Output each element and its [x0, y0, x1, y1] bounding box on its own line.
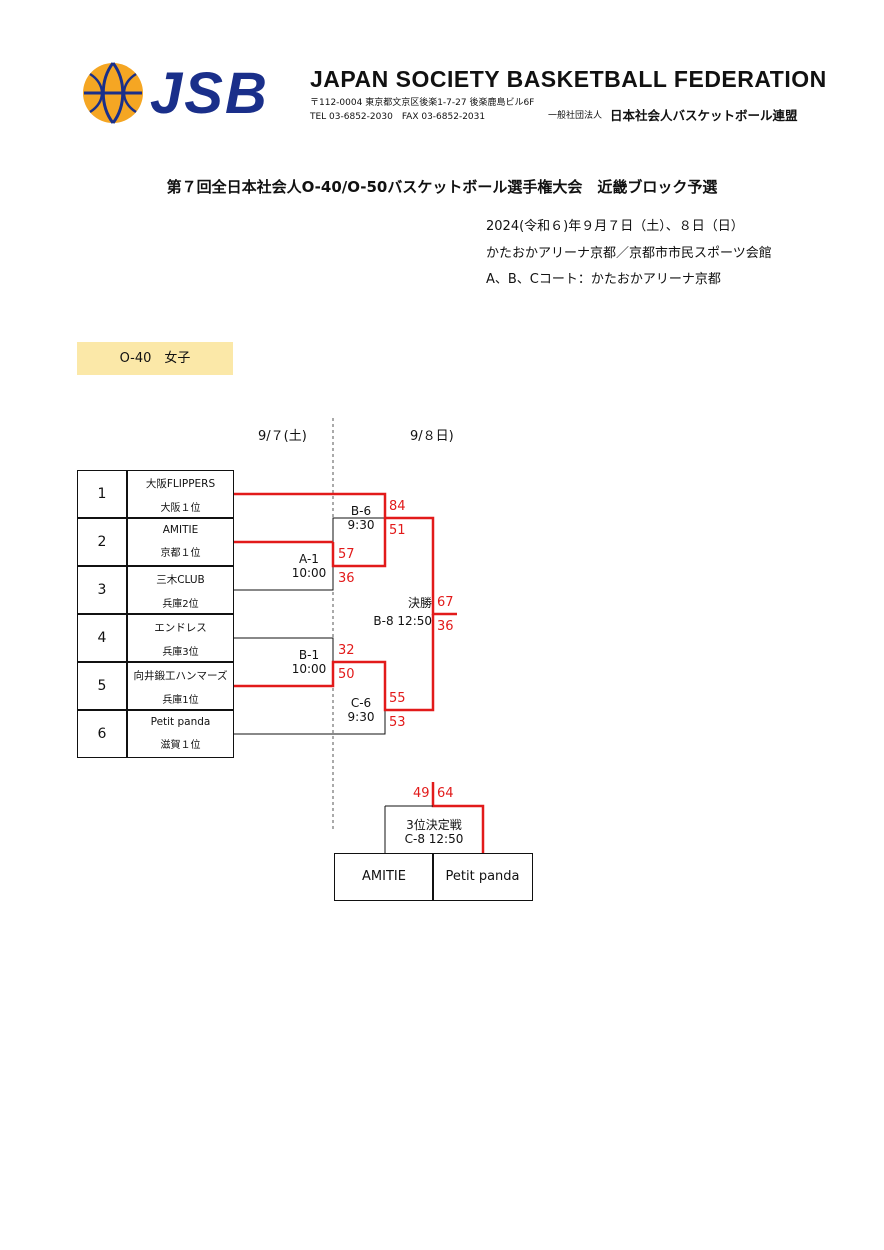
event-venue: かたおかアリーナ京都／京都市市民スポーツ会館 — [486, 246, 772, 261]
day2-date: 9/８日) — [410, 429, 454, 444]
score-a1-top: 57 — [338, 547, 355, 562]
org-name: 日本社会人バスケットボール連盟 — [610, 108, 798, 123]
team-cell: 三木CLUB 兵庫2位 — [127, 566, 234, 614]
score-third-left: 49 — [413, 786, 430, 801]
event-courts: A、B、Cコート：かたおかアリーナ京都 — [486, 272, 721, 287]
game-code: B-1 — [298, 648, 320, 662]
org-prefix: 一般社団法人 — [548, 111, 603, 121]
game-b1: B-1 10:00 — [286, 648, 332, 676]
game-c6: C-6 9:30 — [338, 696, 384, 724]
team-number: 2 — [77, 518, 127, 566]
game-code: C-6 — [350, 696, 372, 710]
team-name: AMITIE — [162, 524, 199, 536]
jsb-logo-text: JSB — [150, 61, 269, 126]
basketball-logo-icon — [83, 62, 143, 124]
third-label: 3位決定戦 — [406, 818, 462, 832]
team-rank: 兵庫2位 — [162, 599, 199, 610]
score-c6-bottom: 53 — [389, 715, 406, 730]
team-rank: 滋賀１位 — [160, 740, 201, 751]
team-name: Petit panda — [150, 716, 211, 728]
score-b1-top: 32 — [338, 643, 355, 658]
score-c6-top: 55 — [389, 691, 406, 706]
game-time: 10:00 — [291, 662, 327, 676]
team-cell: 向井鍛工ハンマーズ 兵庫1位 — [127, 662, 234, 710]
team-number: 3 — [77, 566, 127, 614]
score-b6-top: 84 — [389, 499, 406, 514]
game-code: A-1 — [299, 552, 319, 566]
game-a1: A-1 10:00 — [286, 552, 332, 580]
team-rank: 京都１位 — [160, 548, 201, 559]
game-b6: B-6 9:30 — [338, 504, 384, 532]
team-number: 4 — [77, 614, 127, 662]
federation-name: JAPAN SOCIETY BASKETBALL FEDERATION — [310, 66, 827, 92]
event-date: 2024(令和６)年９月７日（土）、８日（日） — [486, 219, 744, 234]
team-cell: Petit panda 滋賀１位 — [127, 710, 234, 758]
team-rank: 兵庫1位 — [162, 695, 199, 706]
score-final-top: 67 — [437, 595, 454, 610]
document-title: 第７回全日本社会人O-40/O-50バスケットボール選手権大会 近畿ブロック予選 — [166, 178, 718, 196]
game-time: 10:00 — [291, 566, 327, 580]
game-code: B-6 — [350, 504, 372, 518]
team-cell: エンドレス 兵庫3位 — [127, 614, 234, 662]
team-name: 向井鍛工ハンマーズ — [133, 670, 228, 682]
team-rank: 大阪１位 — [160, 503, 201, 514]
team-cell: AMITIE 京都１位 — [127, 518, 234, 566]
score-b1-bottom: 50 — [338, 667, 355, 682]
day1-date: 9/７(土) — [258, 429, 307, 444]
third-team-right: Petit panda — [432, 853, 533, 901]
team-rank: 兵庫3位 — [162, 647, 199, 658]
final-code-time: B-8 12:50 — [373, 614, 432, 628]
federation-tel-fax: TEL 03-6852-2030 FAX 03-6852-2031 — [310, 112, 486, 122]
score-third-right: 64 — [437, 786, 454, 801]
third-place-game: 3位決定戦 C-8 12:50 — [386, 818, 482, 846]
team-number: 6 — [77, 710, 127, 758]
game-time: 9:30 — [347, 518, 375, 532]
score-a1-bottom: 36 — [338, 571, 355, 586]
third-team-left: AMITIE — [334, 853, 434, 901]
team-name: 大阪FLIPPERS — [145, 478, 216, 490]
team-cell: 大阪FLIPPERS 大阪１位 — [127, 470, 234, 518]
division-label: O-40 女子 — [77, 342, 233, 375]
team-name: エンドレス — [154, 622, 207, 634]
score-final-bottom: 36 — [437, 619, 454, 634]
game-time: 9:30 — [347, 710, 375, 724]
team-number: 1 — [77, 470, 127, 518]
score-b6-bottom: 51 — [389, 523, 406, 538]
team-number: 5 — [77, 662, 127, 710]
third-code-time: C-8 12:50 — [404, 832, 464, 846]
final-label: 決勝 — [407, 596, 432, 610]
team-name: 三木CLUB — [156, 574, 205, 586]
federation-address: 〒112-0004 東京都文京区後楽1-7-27 後楽鹿島ビル6F — [310, 98, 535, 108]
